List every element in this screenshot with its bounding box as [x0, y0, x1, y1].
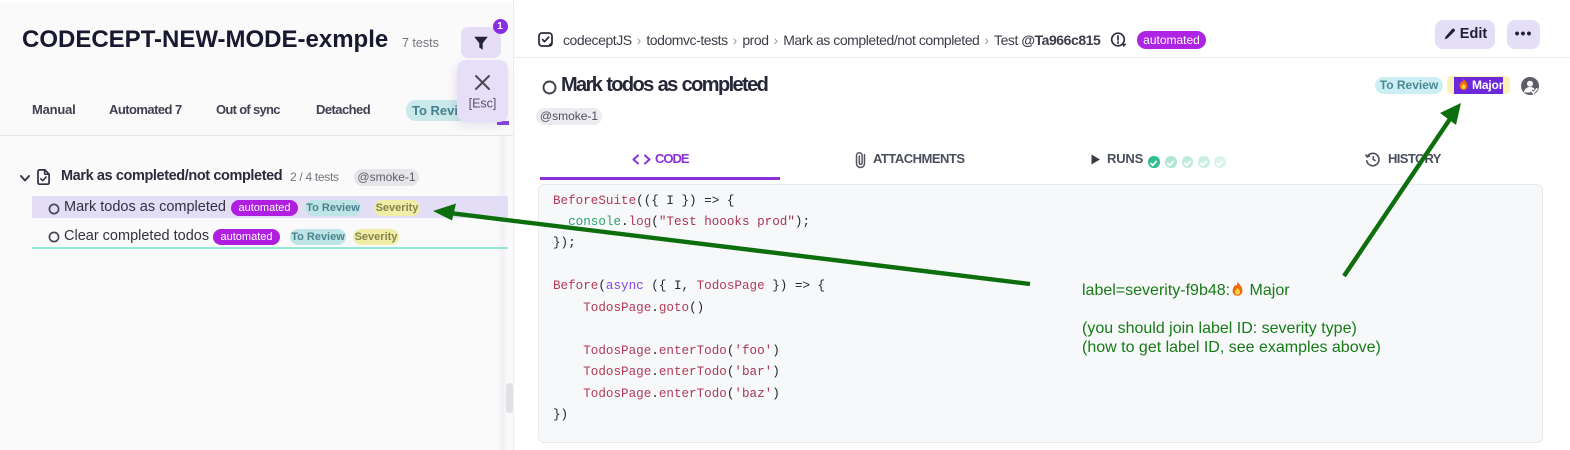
svg-text:[Esc]: [Esc] [469, 97, 497, 111]
